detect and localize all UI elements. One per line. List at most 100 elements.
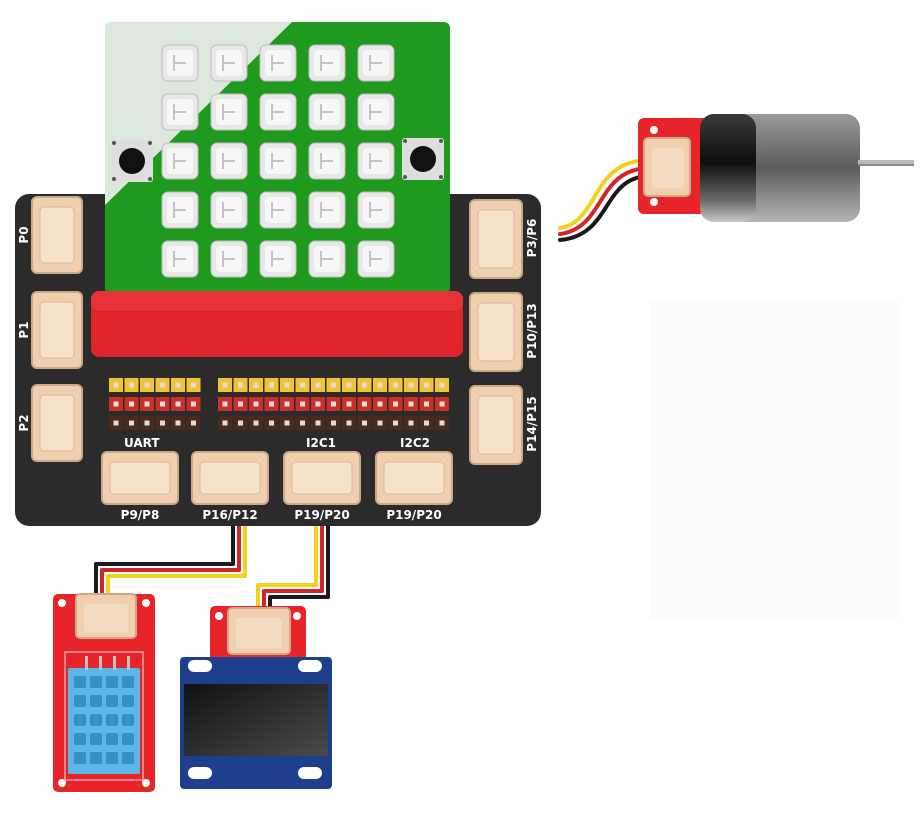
header-pin [404, 416, 418, 430]
sensor-cable [94, 525, 247, 600]
port-label-left: P2 [17, 414, 31, 431]
header-pin [249, 378, 263, 392]
header-pin [109, 416, 123, 430]
port-label-left: P1 [17, 321, 31, 338]
header-pin [357, 378, 372, 392]
connector[interactable] [31, 196, 83, 274]
header-pin [388, 378, 403, 392]
header-pin [264, 378, 279, 392]
led-cell [259, 44, 297, 82]
wire-yellow [558, 158, 652, 230]
header-pin [233, 378, 248, 392]
background-watermark [650, 300, 900, 620]
port-label-bottom: P19/P20 [386, 508, 441, 522]
display-cable [256, 525, 330, 612]
sensor-vent [122, 752, 134, 764]
dc-motor-icon [638, 114, 914, 222]
sensor-vent [90, 676, 102, 688]
port-label-left: P0 [17, 226, 31, 243]
led-cell [259, 142, 297, 180]
wire-black [94, 525, 235, 600]
sensor-vent [90, 714, 102, 726]
header-pin [171, 416, 185, 430]
motor-cable [558, 158, 652, 242]
led-cell [308, 142, 346, 180]
led-cell [161, 93, 199, 131]
connector[interactable] [469, 292, 523, 372]
connector[interactable] [31, 384, 83, 462]
header-pin [140, 378, 154, 392]
sensor-vent [106, 695, 118, 707]
header-pin [388, 416, 403, 430]
wire-yellow [256, 525, 318, 612]
connector[interactable] [191, 451, 269, 505]
led-cell [210, 191, 248, 229]
sensor-vent [106, 752, 118, 764]
led-cell [161, 142, 199, 180]
header-pin [264, 416, 279, 430]
header-pin [311, 378, 325, 392]
i2c1-label: I2C1 [306, 436, 336, 450]
header-pin [435, 416, 449, 430]
header-pin [155, 397, 170, 411]
connector[interactable] [31, 291, 83, 369]
sensor-vent [74, 695, 86, 707]
button-b-icon[interactable] [402, 138, 444, 180]
header-pin [280, 378, 294, 392]
header-pin [124, 397, 139, 411]
header-pin [140, 416, 154, 430]
header-pin [388, 397, 403, 411]
header-pin [155, 378, 170, 392]
button-a-icon[interactable] [111, 140, 153, 182]
led-cell [161, 240, 199, 278]
header-pin [419, 397, 434, 411]
connector[interactable] [469, 199, 523, 279]
header-pin [140, 397, 154, 411]
header-pin [109, 378, 123, 392]
header-pin [373, 397, 387, 411]
header-pin [295, 397, 310, 411]
led-cell [210, 93, 248, 131]
sensor-vent [90, 752, 102, 764]
wire-yellow [106, 525, 247, 600]
header-pin [124, 416, 139, 430]
sensor-vent [122, 695, 134, 707]
led-cell [308, 44, 346, 82]
sensor-vent [90, 733, 102, 745]
header-pin [249, 416, 263, 430]
header-pin [373, 416, 387, 430]
connector[interactable] [469, 385, 523, 465]
temp-humidity-sensor-icon [53, 593, 155, 792]
header-pin [280, 416, 294, 430]
header-pin [295, 378, 310, 392]
led-cell [210, 142, 248, 180]
led-cell [161, 44, 199, 82]
header-pin [404, 378, 418, 392]
led-matrix [161, 44, 395, 278]
wire-black [558, 174, 652, 242]
header-pin [218, 378, 232, 392]
header-pin [186, 378, 201, 392]
led-cell [161, 191, 199, 229]
led-cell [308, 191, 346, 229]
connector[interactable] [283, 451, 361, 505]
sensor-vent [74, 676, 86, 688]
header-pin [311, 416, 325, 430]
microbit-board [105, 22, 450, 294]
header-pin [419, 378, 434, 392]
header-pin [218, 416, 232, 430]
led-cell [210, 240, 248, 278]
port-label-bottom: P16/P12 [202, 508, 257, 522]
header-pin [435, 397, 449, 411]
sensor-vent [74, 714, 86, 726]
connector[interactable] [101, 451, 179, 505]
uart-label: UART [124, 436, 160, 450]
connector[interactable] [375, 451, 453, 505]
header-pin [326, 378, 341, 392]
wire-red [262, 525, 324, 612]
port-label-right: P14/P15 [525, 396, 539, 451]
header-pin [435, 378, 449, 392]
header-pin [311, 397, 325, 411]
led-cell [210, 44, 248, 82]
